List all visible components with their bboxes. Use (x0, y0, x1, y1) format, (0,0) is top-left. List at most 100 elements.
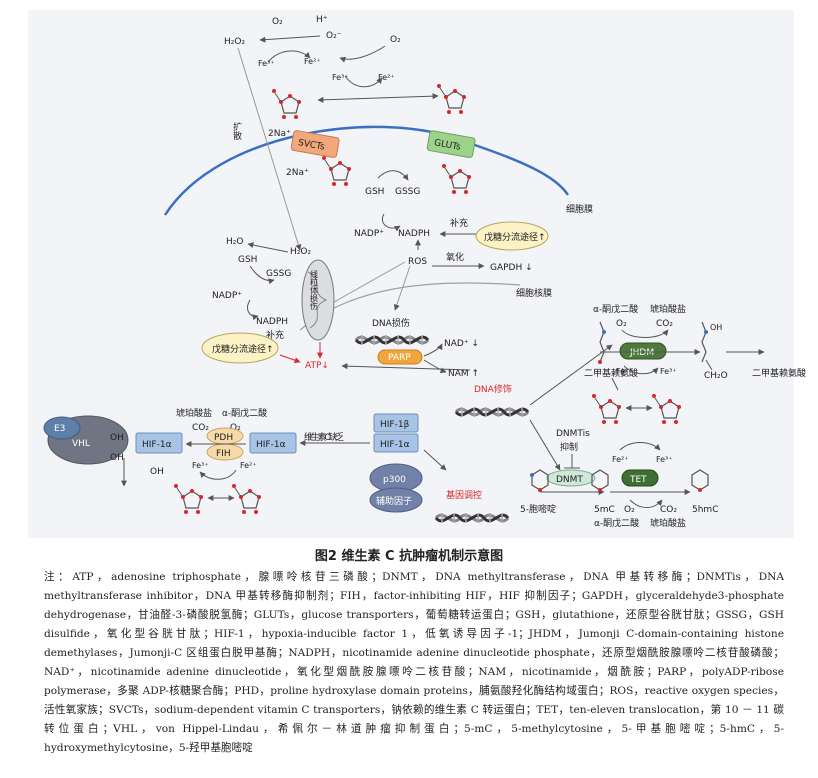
5hmc-structure (691, 469, 709, 492)
o2-top-label: O₂ (272, 17, 283, 27)
two-na-top-label: 2Na⁺ (268, 129, 291, 139)
o2-right-label: O₂ (390, 35, 401, 45)
vhl-label: VHL (72, 439, 90, 449)
fe2-a-label: Fe²⁺ (304, 57, 321, 66)
oh2-label: OH (110, 453, 124, 463)
hif1a-mid-label: HIF-1α (256, 440, 286, 450)
ros-label: ROS (408, 257, 427, 267)
p300-label: p300 (383, 475, 406, 485)
h2o2-top-label: H₂O₂ (224, 37, 245, 47)
nadph2-label: NADPH (256, 317, 288, 327)
dimethyl-lys2-label: 二甲基赖氨酸 (752, 367, 806, 379)
five-mc-label: 5mC (594, 505, 615, 515)
hif1b-label: HIF-1β (380, 420, 410, 430)
ppp2-label: 戊糖分流途径↑ (212, 343, 274, 355)
mito-damage-label: 线粒体损伤 (310, 269, 319, 311)
dna-modify-label: DNA修饰 (474, 383, 512, 395)
fe2-jhdm-label: Fe²⁺ (616, 367, 633, 376)
fe3-a-label: Fe³⁺ (258, 59, 275, 68)
nadph1-label: NADPH (398, 229, 430, 239)
jhdm-badge (619, 342, 667, 360)
lysine-structure-1 (598, 321, 606, 364)
succinate1-label: 琥珀酸盐 (650, 303, 686, 315)
jhdm-label: JHDM (629, 348, 654, 358)
nuclear-membrane-label: 细胞核膜 (516, 287, 552, 299)
cell-membrane-label: 细胞膜 (566, 203, 593, 215)
cofactor-label: 辅助因子 (376, 495, 412, 507)
two-na-bottom-label: 2Na⁺ (286, 168, 309, 178)
gsh1-label: GSH (365, 187, 384, 197)
gsh2-label: GSH (238, 255, 257, 265)
hif1a-left-label: HIF-1α (142, 440, 172, 450)
e3-ellipse (43, 416, 81, 440)
fe3-b-label: Fe³⁺ (332, 73, 349, 82)
o2-jhdm-label: O₂ (616, 319, 627, 329)
hif1a-right-box (373, 433, 419, 453)
succinate2-label: 琥珀酸盐 (176, 407, 212, 419)
o2-pdh-label: O₂ (230, 423, 241, 433)
fe2-b-label: Fe²⁺ (378, 73, 395, 82)
nad-plus-label: NAD⁺ ↓ (444, 339, 479, 349)
fih-label: FIH (216, 449, 231, 459)
succinate3-label: 琥珀酸盐 (650, 517, 686, 529)
oh1-label: OH (110, 433, 124, 443)
parp-badge (377, 349, 423, 365)
diffuse-label: 扩散 (231, 121, 242, 141)
5mc-structure (591, 469, 609, 492)
co2-pdh-label: CO₂ (192, 423, 209, 433)
gluts-transporter: GLUTs (426, 130, 476, 159)
hif1b-box (373, 413, 419, 433)
cell-membrane-curve (163, 125, 570, 216)
oh3-label: OH (150, 467, 164, 477)
fe3-pdh-label: Fe³⁺ (192, 461, 209, 470)
gluts-label: GLUTs (433, 138, 461, 153)
cytosine-structure (530, 469, 549, 492)
fe2-tet-label: Fe²⁺ (612, 455, 629, 464)
o2-minus-label: O₂⁻ (326, 31, 342, 41)
mechanism-diagram: O₂ H⁺ H₂O₂ O₂⁻ O₂ Fe³⁺ Fe²⁺ Fe³⁺ Fe²⁺ 扩散… (43, 15, 806, 529)
inhibit-label: 抑制 (560, 441, 578, 453)
supplement2-label: 补充 (266, 329, 284, 341)
ppp-ellipse-1 (475, 221, 549, 251)
ch2o-label: CH₂O (704, 371, 728, 381)
svcts-transporter: SVCTs (290, 130, 340, 158)
nadp1-label: NADP⁺ (354, 229, 384, 239)
gene-reg-label: 基因调控 (446, 489, 482, 501)
e3-label: E3 (54, 424, 65, 434)
gapdh-label: GAPDH ↓ (490, 263, 533, 273)
svcts-label: SVCTs (297, 138, 325, 153)
mitochondrion: 线粒体损伤 (301, 259, 335, 341)
dnmt-ellipse (546, 469, 596, 487)
lysine-structure-2 (701, 321, 708, 363)
figure-note: 注：ATP，adenosine triphosphate，腺嘌呤核苷三磷酸；DN… (44, 571, 784, 754)
five-hmc-label: 5hmC (692, 505, 718, 515)
ppp-ellipse-2 (201, 332, 279, 364)
fe2-pdh-label: Fe²⁺ (240, 461, 257, 470)
fe3-jhdm-label: Fe³⁺ (660, 367, 677, 376)
atp-label: ATP↓ (305, 361, 329, 371)
co2-tet-label: CO₂ (660, 505, 677, 515)
hif1a-right-label: HIF-1α (380, 440, 410, 450)
hif1a-left-box (135, 432, 183, 454)
akg3-label: α-酮戊二酸 (594, 517, 639, 529)
co2-jhdm-label: CO₂ (656, 319, 673, 329)
vitc-lack-label: 维生素C缺乏 (304, 431, 344, 443)
h2o2-mid-label: H₂O₂ (290, 247, 311, 257)
cofactor-ellipse (369, 487, 423, 513)
dnmtis-label: DNMTis (556, 429, 590, 439)
supplement1-label: 补充 (450, 217, 468, 229)
ppp1-label: 戊糖分流途径↑ (484, 231, 546, 243)
tet-label: TET (629, 475, 647, 485)
cytosine-label: 5-胞嘧啶 (520, 503, 556, 515)
akg1-label: α-酮戊二酸 (593, 303, 638, 315)
gssg1-label: GSSG (395, 187, 420, 197)
dna-damage-label: DNA损伤 (372, 317, 410, 329)
hif1a-mid-box (249, 432, 297, 454)
o2-tet-label: O₂ (624, 505, 635, 515)
h-plus-label: H⁺ (316, 15, 328, 25)
dimethyl-lys-label: 二甲基赖氨酸 (584, 367, 638, 379)
fe3-tet-label: Fe³⁺ (656, 455, 673, 464)
oxidize-label: 氧化 (446, 251, 464, 263)
h2o-label: H₂O (226, 237, 243, 247)
